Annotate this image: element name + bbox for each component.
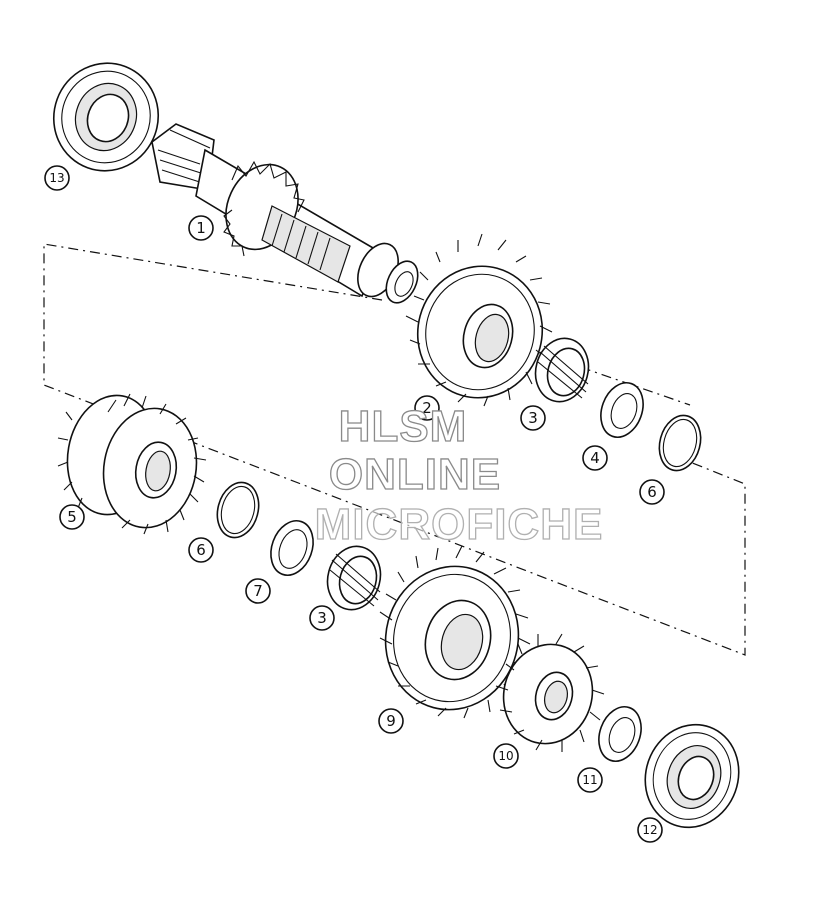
watermark-line-3: MICROFICHE — [314, 499, 604, 549]
assembly-guide-line — [43, 243, 746, 656]
callout-13: 13 — [44, 165, 70, 191]
callout-12-label: 12 — [642, 823, 657, 837]
callout-6-lower-label: 6 — [196, 541, 206, 559]
part-1-main-shaft — [151, 123, 419, 304]
part-2-gear — [405, 233, 553, 407]
part-10-small-gear — [495, 633, 605, 752]
callout-7-label: 7 — [253, 582, 263, 600]
part-3-needle-bearing-upper — [534, 337, 590, 403]
callout-3-upper: 3 — [520, 405, 546, 431]
callout-13-label: 13 — [49, 171, 64, 185]
callout-11: 11 — [577, 767, 603, 793]
callout-4: 4 — [582, 445, 608, 471]
callout-11-label: 11 — [582, 773, 597, 787]
callout-5-label: 5 — [67, 508, 77, 526]
callout-1: 1 — [188, 215, 214, 241]
callout-6-lower: 6 — [188, 537, 214, 563]
part-6-circlip-upper — [658, 414, 702, 472]
callout-3-lower: 3 — [309, 605, 335, 631]
callout-9: 9 — [378, 708, 404, 734]
callout-2: 2 — [414, 395, 440, 421]
part-12-ball-bearing — [644, 723, 740, 829]
callout-4-label: 4 — [590, 449, 600, 467]
callout-6-upper: 6 — [639, 479, 665, 505]
callout-1-label: 1 — [196, 219, 206, 237]
callout-2-label: 2 — [422, 399, 432, 417]
callout-3-upper-label: 3 — [528, 409, 538, 427]
callout-3-lower-label: 3 — [317, 609, 327, 627]
part-4-thrust-washer — [600, 382, 644, 438]
part-11-thrust-washer — [598, 706, 642, 762]
part-6-circlip-lower — [216, 481, 260, 539]
part-7-splined-washer — [270, 520, 314, 576]
watermark-line-1: HLSM — [338, 401, 468, 451]
callout-5: 5 — [59, 504, 85, 530]
callout-7: 7 — [245, 578, 271, 604]
part-3-needle-bearing-lower — [326, 545, 382, 611]
part-9-large-gear — [379, 545, 531, 719]
callout-12: 12 — [637, 817, 663, 843]
watermark-line-2: ONLINE — [328, 449, 502, 499]
callout-10-label: 10 — [498, 749, 513, 763]
callout-10: 10 — [493, 743, 519, 769]
part-5-double-gear — [57, 393, 207, 535]
part-13-ball-bearing — [52, 62, 160, 172]
callout-6-upper-label: 6 — [647, 483, 657, 501]
callout-9-label: 9 — [386, 712, 396, 730]
